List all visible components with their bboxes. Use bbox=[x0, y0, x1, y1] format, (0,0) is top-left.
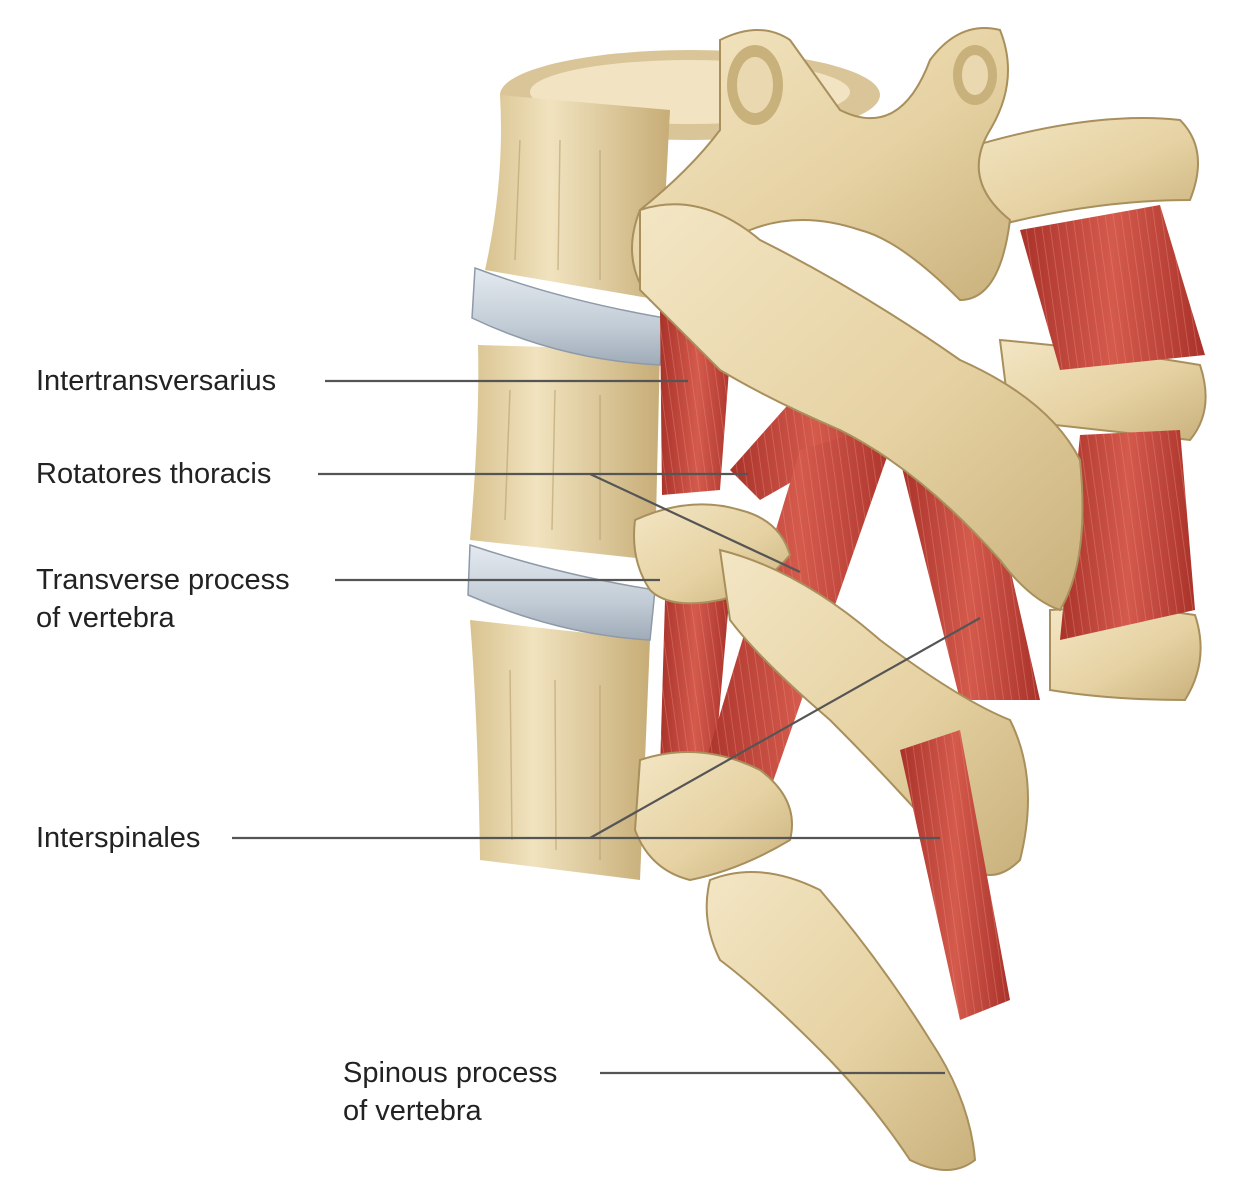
label-spinous-process-line1: Spinous process bbox=[343, 1057, 558, 1089]
middle-spinous-process bbox=[639, 203, 1084, 612]
label-transverse-process-line1: Transverse process bbox=[36, 564, 290, 596]
spinous-process bbox=[705, 871, 977, 1171]
label-intertransversarius: Intertransversarius bbox=[36, 365, 277, 397]
label-interspinales: Interspinales bbox=[36, 822, 201, 854]
leader-lines bbox=[232, 379, 981, 1075]
right-intertransversarius-muscles bbox=[1020, 205, 1205, 640]
leader-rotatores-thoracis-branch bbox=[589, 473, 801, 573]
label-rotatores-thoracis: Rotatores thoracis bbox=[36, 458, 272, 490]
intervertebral-discs bbox=[467, 266, 666, 641]
leader-interspinales-branch bbox=[589, 617, 981, 839]
label-spinous-process-line2: of vertebra bbox=[343, 1095, 482, 1127]
label-transverse-process-line2: of vertebra bbox=[36, 602, 175, 634]
vertebral-bodies bbox=[470, 50, 880, 880]
interspinales-muscle bbox=[900, 730, 1010, 1020]
